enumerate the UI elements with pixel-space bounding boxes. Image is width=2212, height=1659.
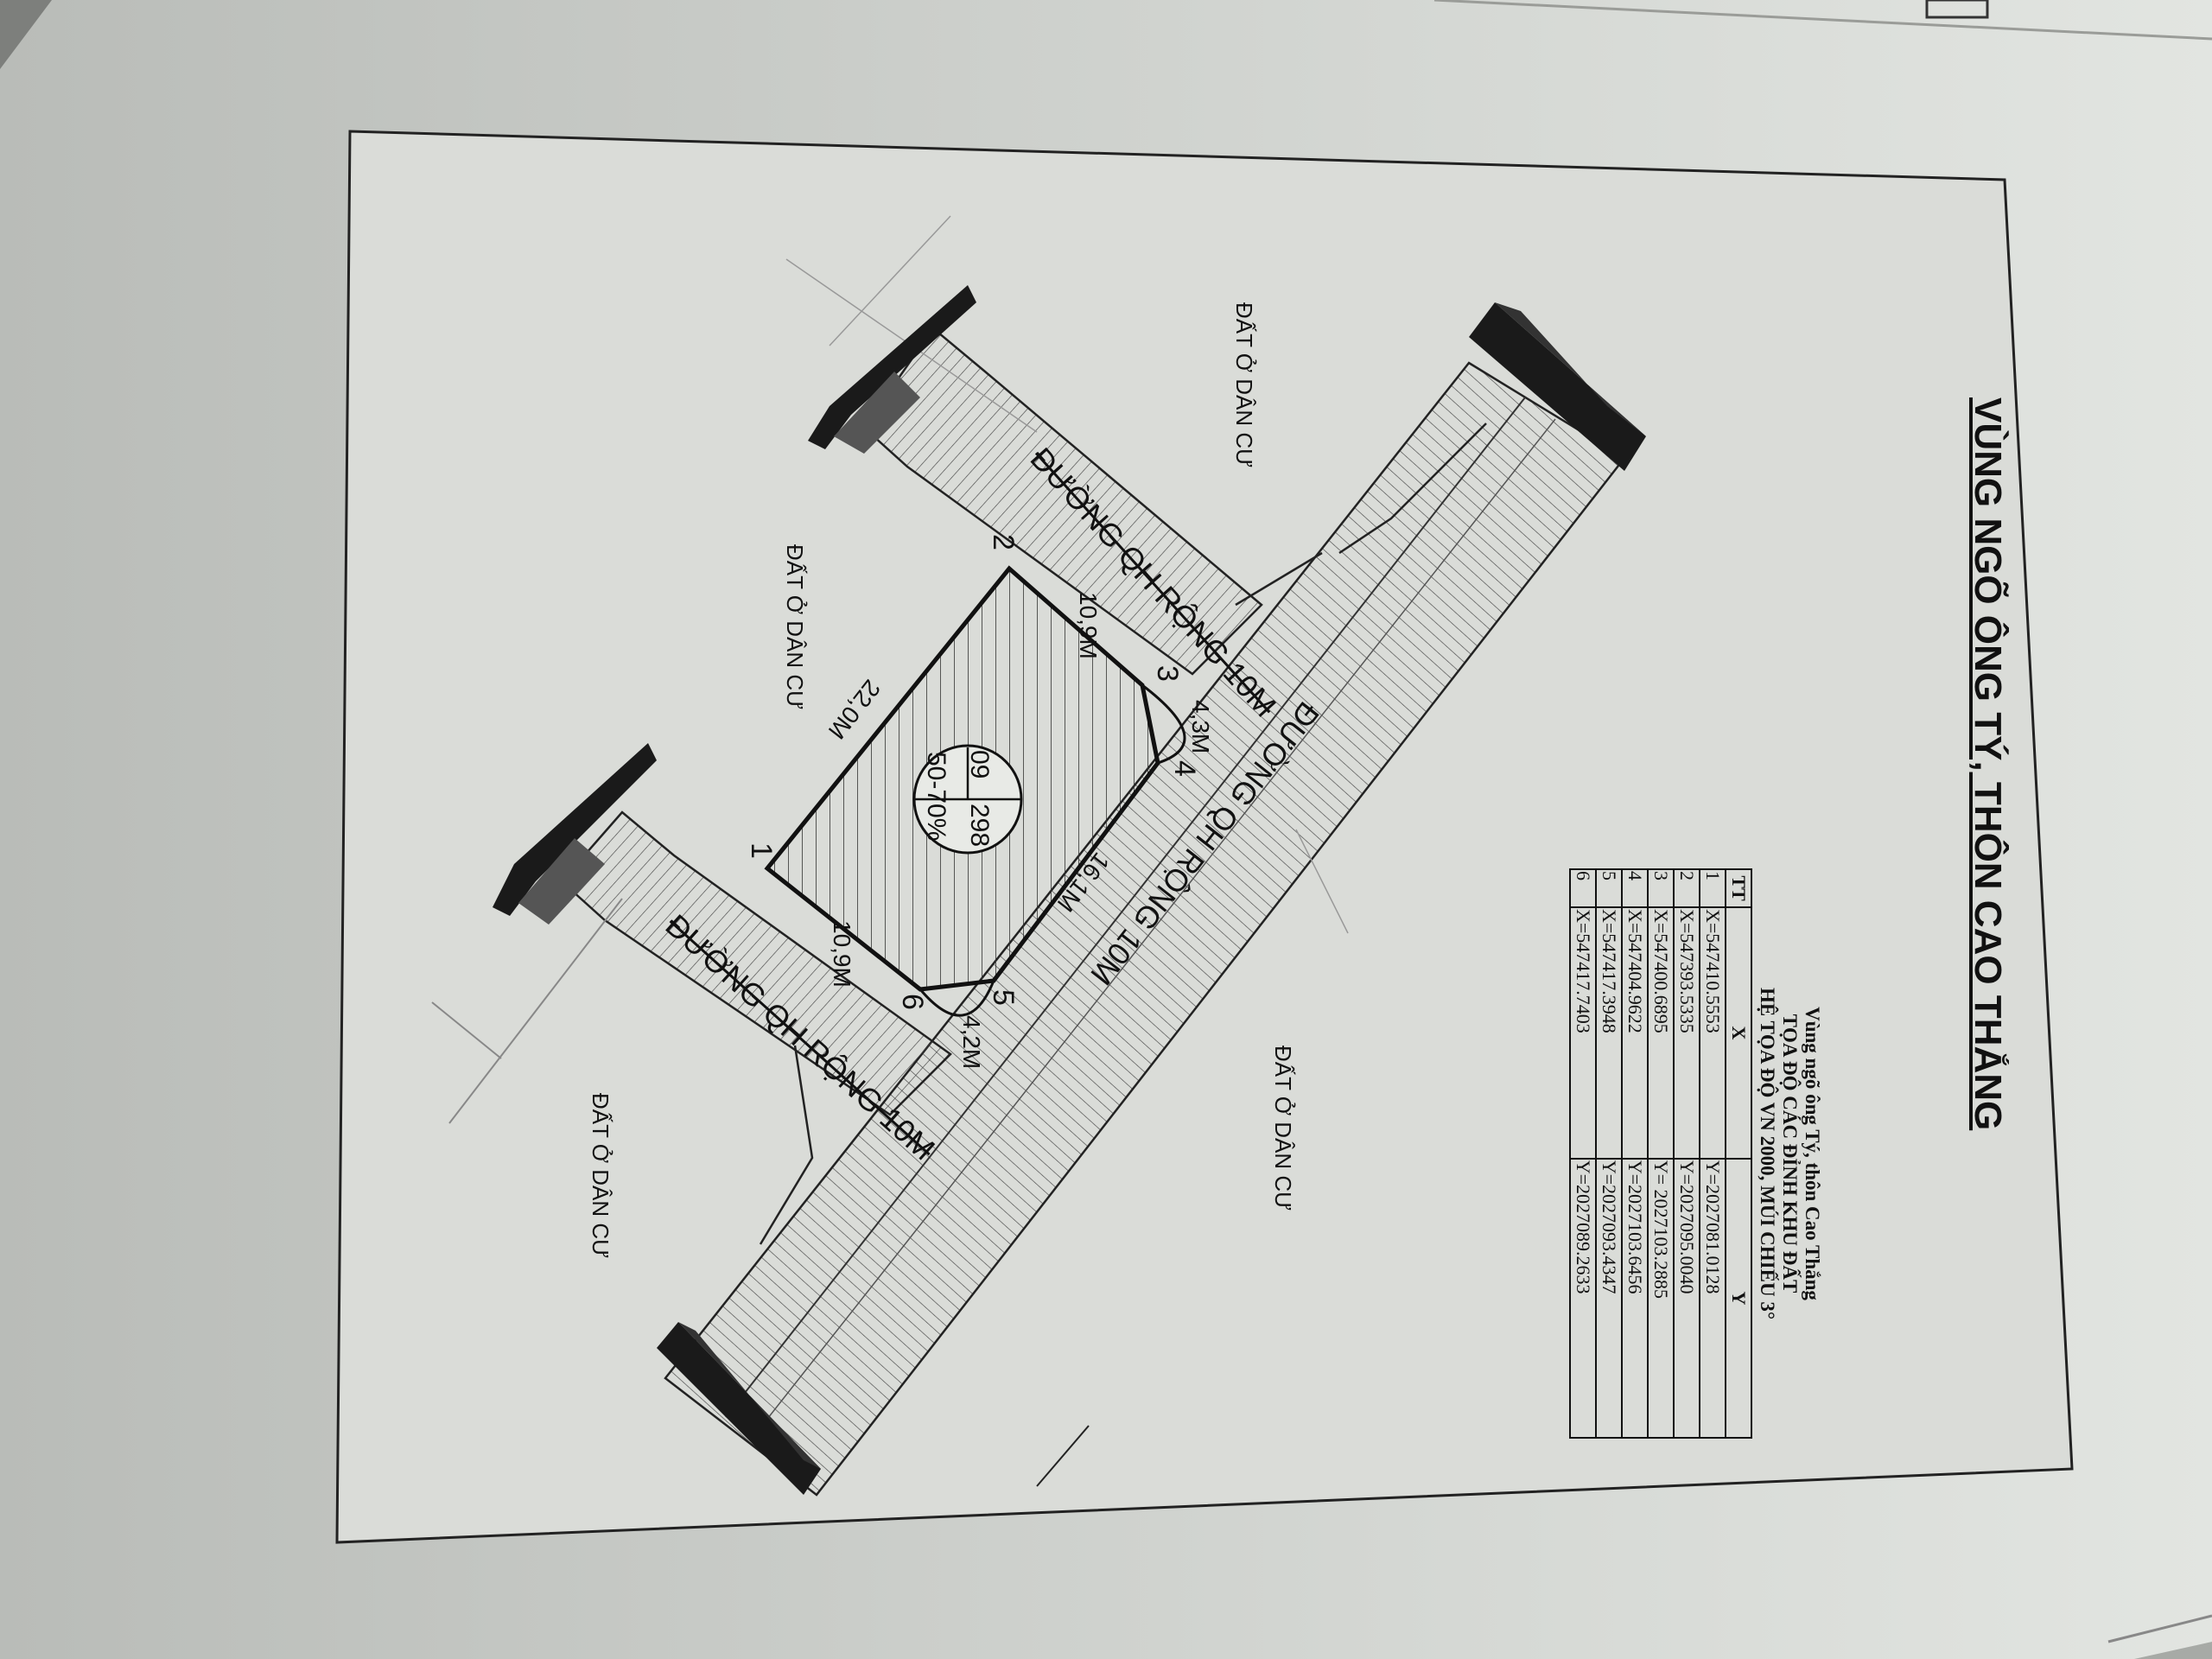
cell-tt: 5 [1596, 869, 1622, 907]
vertex-5: 5 [987, 989, 1020, 1006]
map-title: VÙNG NGÕ ÔNG TÝ, THÔN CAO THẮNG [1967, 397, 2009, 1131]
vertex-2: 2 [987, 534, 1020, 550]
cell-tt: 1 [1700, 869, 1726, 907]
cell-tt: 6 [1570, 869, 1596, 907]
cell-x: X=547404.9622 [1622, 907, 1648, 1159]
coord-table-title-1: Vùng ngõ ông Tý, thôn Cao Thắng [1802, 1007, 1823, 1300]
cell-tt: 3 [1648, 869, 1674, 907]
road-end-cap-bottom [657, 1322, 821, 1495]
road-end-cap-top-right [1469, 302, 1646, 471]
residential-label-2: ĐẤT Ở DÂN CƯ [782, 544, 808, 710]
header-x: X [1726, 907, 1751, 1159]
cell-x: X=547393.5335 [1674, 907, 1700, 1159]
cell-x: X=547400.6895 [1648, 907, 1674, 1159]
cell-x: X=547410.5553 [1700, 907, 1726, 1159]
main-road [664, 361, 1626, 1497]
table-row: 2 X=547393.5335 Y=2027095.0040 [1674, 869, 1700, 1438]
cell-y: Y=2027093.4347 [1596, 1158, 1622, 1438]
header-tt: TT [1726, 869, 1751, 907]
cell-tt: 4 [1622, 869, 1648, 907]
cell-y: Y=2027095.0040 [1674, 1158, 1700, 1438]
table-row: 6 X=547417.7403 Y=2027089.2633 [1570, 869, 1596, 1438]
residential-label-1: ĐẤT Ở DÂN CƯ [1231, 302, 1257, 468]
road-end-cap-lower [493, 743, 657, 925]
cell-x: X=547417.7403 [1570, 907, 1596, 1159]
coordinate-table-block: Vùng ngõ ông Tý, thôn Cao Thắng TỌA ĐỘ C… [1569, 868, 1823, 1439]
road-end-cap-upper [808, 285, 976, 454]
vertex-4: 4 [1168, 760, 1201, 777]
parcel-lot: 298 [965, 804, 994, 848]
residential-label-3: ĐẤT Ở DÂN CƯ [1270, 1046, 1296, 1211]
table-row: 3 X=547400.6895 Y= 2027103.2885 [1648, 869, 1674, 1438]
cell-y: Y=2027103.6456 [1622, 1158, 1648, 1438]
dim-3-4: 4,3M [1187, 700, 1214, 754]
vertex-3: 3 [1151, 665, 1184, 682]
cell-y: Y=2027089.2633 [1570, 1158, 1596, 1438]
cell-y: Y=2027081.0128 [1700, 1158, 1726, 1438]
dim-1-2: 10,9M [1075, 592, 1102, 659]
table-row: 1 X=547410.5553 Y=2027081.0128 [1700, 869, 1726, 1438]
dim-6-1: 10,9M [829, 920, 855, 988]
table-row: 4 X=547404.9622 Y=2027103.6456 [1622, 869, 1648, 1438]
parcel-label-circle [912, 744, 1023, 855]
coordinate-table: TT X Y 1 X=547410.5553 Y=2027081.0128 2 … [1569, 868, 1752, 1439]
coord-table-title-3: HỆ TỌA ĐỘ VN 2000, MÚI CHIẾU 3° [1757, 987, 1778, 1320]
residential-label-4: ĐẤT Ở DÂN CƯ [588, 1093, 613, 1259]
cell-tt: 2 [1674, 869, 1700, 907]
parcel-density: 50-70% [922, 752, 950, 842]
vertex-6: 6 [896, 994, 929, 1010]
cell-y: Y= 2027103.2885 [1648, 1158, 1674, 1438]
header-y: Y [1726, 1158, 1751, 1438]
table-row: 5 X=547417.3948 Y=2027093.4347 [1596, 869, 1622, 1438]
dim-5-6: 4,2M [958, 1015, 985, 1070]
parcel-sheet: 09 [965, 750, 994, 779]
coord-table-title-2: TỌA ĐỘ CÁC ĐỈNH KHU ĐẤT [1779, 1014, 1801, 1294]
vertex-1: 1 [745, 842, 778, 859]
cell-x: X=547417.3948 [1596, 907, 1622, 1159]
